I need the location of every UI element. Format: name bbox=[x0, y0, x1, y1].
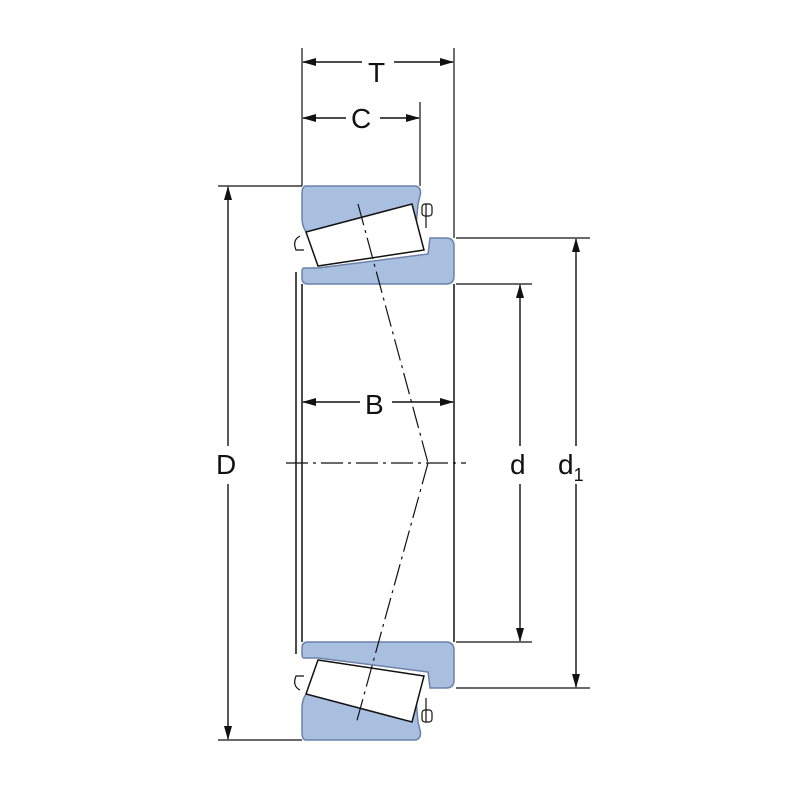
axis-lines bbox=[286, 203, 466, 725]
label-d1-base: d bbox=[558, 449, 574, 480]
bottom-roller-axis bbox=[355, 462, 429, 725]
top-roller bbox=[305, 203, 425, 267]
label-C: C bbox=[351, 103, 372, 134]
label-d1-subscript: 1 bbox=[573, 465, 584, 485]
label-D: D bbox=[216, 449, 237, 480]
bearing-cross-section bbox=[294, 185, 455, 741]
dimension-lines bbox=[224, 58, 580, 740]
bottom-cage-left bbox=[294, 675, 304, 691]
bottom-cage-right bbox=[421, 709, 433, 723]
label-T: T bbox=[368, 57, 386, 88]
top-inner-ring bbox=[301, 237, 455, 285]
top-cage-right bbox=[421, 203, 433, 217]
top-cage-left bbox=[294, 235, 304, 251]
label-B: B bbox=[365, 389, 384, 420]
bottom-inner-ring bbox=[301, 641, 455, 689]
label-d: d bbox=[510, 449, 526, 480]
label-d1: d1 bbox=[558, 449, 584, 485]
bottom-roller bbox=[305, 659, 425, 723]
extension-lines bbox=[218, 48, 590, 741]
top-roller-axis bbox=[357, 203, 429, 464]
